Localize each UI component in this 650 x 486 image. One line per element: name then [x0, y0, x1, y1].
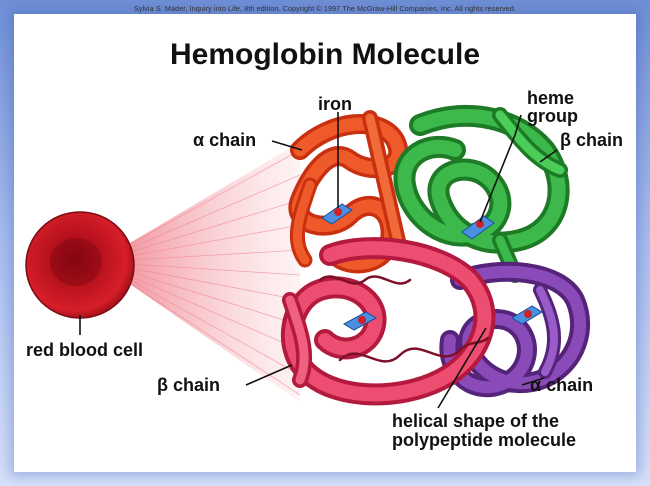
heme-group-label-line2: group — [527, 107, 578, 126]
iron-label: iron — [318, 95, 352, 114]
alpha-chain-top-label: α chain — [193, 131, 256, 150]
beta-chain-top-label: β chain — [560, 131, 623, 150]
beta-chain-bottom-label: β chain — [157, 376, 220, 395]
helical-label-line1: helical shape of the — [392, 412, 559, 431]
alpha-chain-bottom-label: α chain — [530, 376, 593, 395]
helical-label-line2: polypeptide molecule — [392, 431, 576, 450]
red-blood-cell-label: red blood cell — [26, 341, 143, 360]
beta-chain-bottom-ribbon — [290, 248, 488, 394]
red-blood-cell — [26, 212, 134, 318]
